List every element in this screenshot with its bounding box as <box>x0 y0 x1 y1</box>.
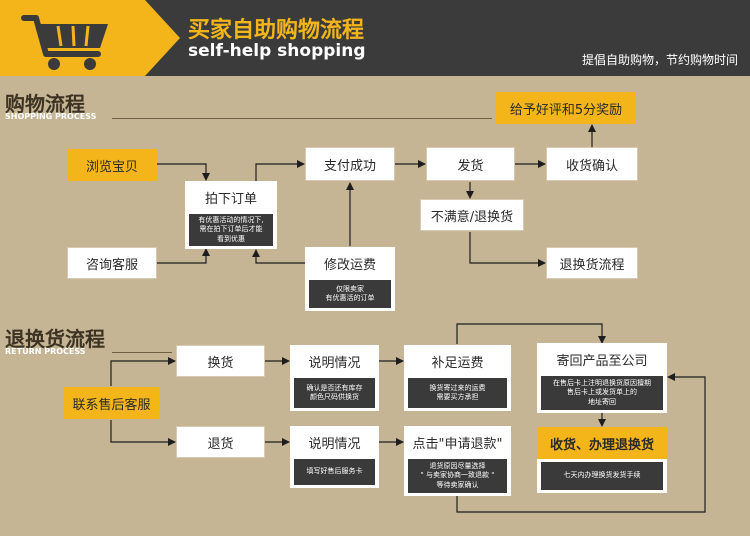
arrow-browse-to-order <box>157 163 210 181</box>
returns-section-subtitle: RETURN PROCESS <box>5 347 86 356</box>
arrow-order-to-paid <box>255 160 305 181</box>
arrow-contact-to-refund <box>110 420 176 446</box>
review-reward-box: 给予好评和5分奖励 <box>496 92 636 124</box>
page-slogan: 提倡自助购物，节约购物时间 <box>581 53 738 67</box>
refund-box: 退货 <box>176 426 265 458</box>
send-back-note: 在售后卡上注明退换货原因擅期 售后卡上或发货单上的 地址寄回 <box>541 376 663 410</box>
returns-section-title: 退换货流程 <box>5 327 105 351</box>
receive-note: 七天内办理换货发货手续 <box>541 462 663 490</box>
arrow-payshipping-to-sendback <box>456 323 606 344</box>
explain-refund-card: 说明情况 填写好售后服务卡 <box>290 426 379 488</box>
consult-box: 咨询客服 <box>67 247 157 279</box>
receive-card: 收货、办理退换货 七天内办理换货发货手续 <box>537 427 667 493</box>
pay-shipping-note: 换货寄过来的运费 需要买方承担 <box>408 378 507 408</box>
apply-refund-card: 点击"申请退款" 退货原因尽量选择 " 与卖家协商一致退款 " 等待卖家确认 <box>404 426 511 496</box>
arrow-consult-to-order <box>157 248 210 264</box>
modify-card: 修改运费 仅限卖家 有优惠活的订单 <box>305 247 395 311</box>
order-label: 拍下订单 <box>204 191 257 207</box>
modify-label: 修改运费 <box>323 257 376 273</box>
arrow-modify-to-order <box>252 249 305 264</box>
dissatisfied-box: 不满意/退换货 <box>420 199 524 231</box>
send-back-label: 寄回产品至公司 <box>556 353 648 369</box>
browse-box: 浏览宝贝 <box>67 149 157 181</box>
returns-section-divider <box>112 352 172 353</box>
shopping-section-title: 购物流程 <box>5 92 85 116</box>
shopping-section-divider <box>112 118 492 119</box>
modify-note: 仅限卖家 有优惠活的订单 <box>309 280 391 308</box>
contact-aftersales-box: 联系售后客服 <box>64 387 159 419</box>
explain-exchange-note: 确认是否还有库存 颜色尺码供换货 <box>294 378 375 408</box>
return-flow-box: 退换货流程 <box>546 247 638 279</box>
pay-shipping-label: 补足运费 <box>431 355 484 371</box>
order-note: 有优惠活动的情况下, 需在拍下订单后才能 看到优惠 <box>189 214 273 246</box>
explain-exchange-label: 说明情况 <box>308 355 361 371</box>
arrow-dissatisfied-to-returnflow <box>469 232 546 267</box>
page-subtitle: self-help shopping <box>188 41 366 61</box>
shopping-section-subtitle: SHOPPING PROCESS <box>5 112 97 121</box>
shopping-cart-icon <box>21 15 108 70</box>
banner-badge <box>0 0 180 76</box>
paid-box: 支付成功 <box>305 147 395 181</box>
apply-refund-note: 退货原因尽量选择 " 与卖家协商一致退款 " 等待卖家确认 <box>408 459 507 493</box>
confirm-box: 收货确认 <box>546 147 638 181</box>
arrow-contact-to-exchange <box>110 357 176 386</box>
order-card: 拍下订单 有优惠活动的情况下, 需在拍下订单后才能 看到优惠 <box>185 181 277 249</box>
arrow-applyrefund-to-sendback <box>456 373 706 513</box>
explain-refund-label: 说明情况 <box>308 436 361 452</box>
apply-refund-label: 点击"申请退款" <box>412 436 503 452</box>
explain-refund-note: 填写好售后服务卡 <box>294 459 375 485</box>
send-back-card: 寄回产品至公司 在售后卡上注明退换货原因擅期 售后卡上或发货单上的 地址寄回 <box>537 343 667 413</box>
exchange-box: 换货 <box>176 345 265 377</box>
pay-shipping-card: 补足运费 换货寄过来的运费 需要买方承担 <box>404 345 511 411</box>
receive-label: 收货、办理退换货 <box>537 427 667 459</box>
page-title: 买家自助购物流程 <box>188 18 365 43</box>
ship-box: 发货 <box>426 147 515 181</box>
explain-exchange-card: 说明情况 确认是否还有库存 颜色尺码供换货 <box>290 345 379 411</box>
header-banner: 买家自助购物流程 self-help shopping 提倡自助购物，节约购物时… <box>0 0 750 76</box>
